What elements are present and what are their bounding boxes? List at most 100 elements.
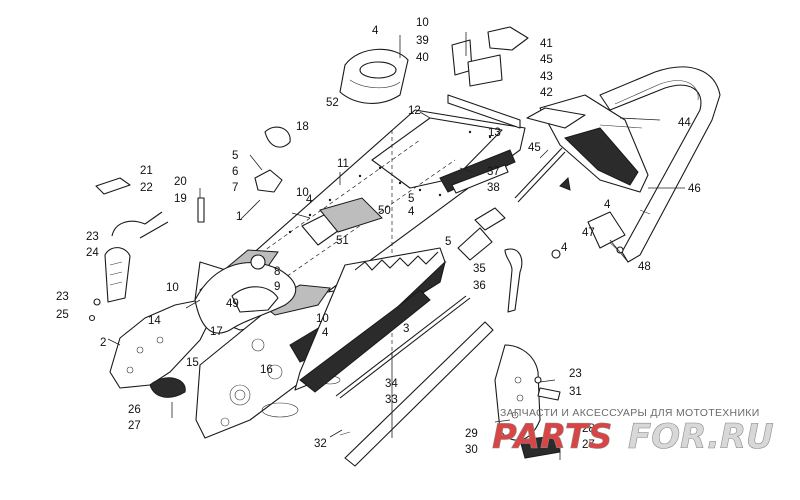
support-bars bbox=[335, 295, 494, 467]
rear-crossbar bbox=[447, 94, 521, 129]
callout-15: 15 bbox=[186, 357, 199, 369]
callout-45: 45 bbox=[528, 142, 541, 154]
callout-18: 18 bbox=[296, 121, 309, 133]
callout-48: 48 bbox=[638, 261, 651, 273]
flap-rod bbox=[514, 147, 563, 199]
callout-32: 32 bbox=[314, 438, 327, 450]
callout-40: 40 bbox=[416, 52, 429, 64]
callout-38: 38 bbox=[487, 182, 500, 194]
storage-bag bbox=[339, 48, 409, 104]
callout-5: 5 bbox=[408, 193, 414, 205]
small-parts-center bbox=[231, 126, 506, 313]
callout-35: 35 bbox=[473, 263, 486, 275]
bolt-48 bbox=[616, 246, 624, 254]
reflector-arrow bbox=[559, 176, 571, 191]
callout-10: 10 bbox=[296, 187, 309, 199]
callout-23: 23 bbox=[86, 231, 99, 243]
top-rack bbox=[451, 26, 529, 87]
callout-27: 27 bbox=[128, 420, 141, 432]
flap-hinge bbox=[526, 107, 586, 129]
callout-51: 51 bbox=[336, 235, 349, 247]
callout-28: 28 bbox=[582, 423, 595, 435]
crossbar-13 bbox=[447, 94, 521, 129]
rack-bracket-40 bbox=[467, 54, 503, 87]
callout-39: 39 bbox=[416, 35, 429, 47]
side-rail-tread bbox=[299, 289, 431, 393]
callout-2: 2 bbox=[100, 337, 106, 349]
bracket-35 bbox=[457, 227, 493, 261]
callout-19: 19 bbox=[174, 193, 187, 205]
callout-45: 45 bbox=[540, 54, 553, 66]
flap-bracket bbox=[514, 107, 586, 203]
callout-14: 14 bbox=[148, 315, 161, 327]
callout-1: 1 bbox=[236, 211, 242, 223]
callout-34: 34 bbox=[385, 378, 398, 390]
callout-31: 31 bbox=[569, 386, 582, 398]
bracket-4-right bbox=[474, 207, 506, 231]
callout-36: 36 bbox=[473, 280, 486, 292]
callout-4: 4 bbox=[322, 327, 329, 339]
leader-lines bbox=[107, 35, 685, 460]
bar-33 bbox=[344, 321, 494, 467]
bracket-47 bbox=[587, 211, 626, 249]
screw-25 bbox=[88, 314, 96, 322]
front-bracket bbox=[109, 299, 211, 389]
nut-23-right bbox=[534, 376, 542, 384]
bracket-19 bbox=[197, 197, 205, 223]
knob-8 bbox=[250, 254, 266, 270]
callout-42: 42 bbox=[540, 87, 553, 99]
handle-bar-22 bbox=[111, 211, 169, 239]
watermark-brand-a: PARTS bbox=[492, 417, 612, 457]
cap-18 bbox=[264, 126, 291, 148]
callout-4: 4 bbox=[561, 242, 568, 254]
washer-4 bbox=[551, 249, 561, 259]
callout-25: 25 bbox=[56, 309, 69, 321]
callout-labels: 1 2 3 4 4 4 4 4 4 5 5 5 6 7 8 9 10 10 10… bbox=[56, 17, 701, 456]
cover-6 bbox=[254, 169, 283, 193]
rear-bumper bbox=[599, 66, 721, 263]
rear-flap-graphic bbox=[564, 127, 639, 186]
callout-10: 10 bbox=[416, 17, 429, 29]
callout-52: 52 bbox=[326, 97, 339, 109]
callout-23: 23 bbox=[56, 291, 69, 303]
callout-49: 49 bbox=[226, 298, 239, 310]
callout-5: 5 bbox=[232, 150, 238, 162]
callout-4: 4 bbox=[604, 199, 611, 211]
lower-right-parts bbox=[494, 344, 561, 459]
grab-handle-24 bbox=[104, 247, 131, 303]
callout-23: 23 bbox=[569, 368, 582, 380]
callout-27: 27 bbox=[582, 439, 595, 451]
callout-16: 16 bbox=[260, 364, 273, 376]
callout-13: 13 bbox=[488, 127, 501, 139]
right-side-rail bbox=[294, 247, 446, 393]
callout-4: 4 bbox=[372, 25, 379, 37]
callout-22: 22 bbox=[140, 182, 153, 194]
decal-37 bbox=[439, 149, 516, 193]
callout-41: 41 bbox=[540, 38, 553, 50]
callout-4: 4 bbox=[408, 206, 415, 218]
decal-38 bbox=[451, 164, 509, 194]
callout-10: 10 bbox=[316, 313, 329, 325]
callout-20: 20 bbox=[174, 176, 187, 188]
callout-46: 46 bbox=[688, 183, 701, 195]
callout-5: 5 bbox=[445, 236, 451, 248]
left-small-parts bbox=[88, 177, 205, 322]
strap-36 bbox=[504, 248, 523, 313]
callout-12: 12 bbox=[408, 105, 421, 117]
watermark: ЗАПЧАСТИ И АКСЕССУАРЫ ДЛЯ МОТОТЕХНИКИ PA… bbox=[492, 407, 774, 457]
callout-50: 50 bbox=[378, 205, 391, 217]
tunnel-decal bbox=[439, 149, 516, 194]
callout-21: 21 bbox=[140, 165, 153, 177]
nut-23-left bbox=[93, 298, 101, 306]
callout-10: 10 bbox=[166, 282, 179, 294]
callout-6: 6 bbox=[232, 166, 238, 178]
callout-11: 11 bbox=[337, 158, 349, 170]
lower-left-parts bbox=[149, 377, 186, 418]
pad-26 bbox=[149, 377, 186, 398]
right-side-parts bbox=[504, 211, 626, 313]
callout-37: 37 bbox=[487, 166, 500, 178]
callout-43: 43 bbox=[540, 71, 553, 83]
mud-flap-28 bbox=[494, 344, 541, 441]
bolt-31 bbox=[537, 387, 561, 401]
